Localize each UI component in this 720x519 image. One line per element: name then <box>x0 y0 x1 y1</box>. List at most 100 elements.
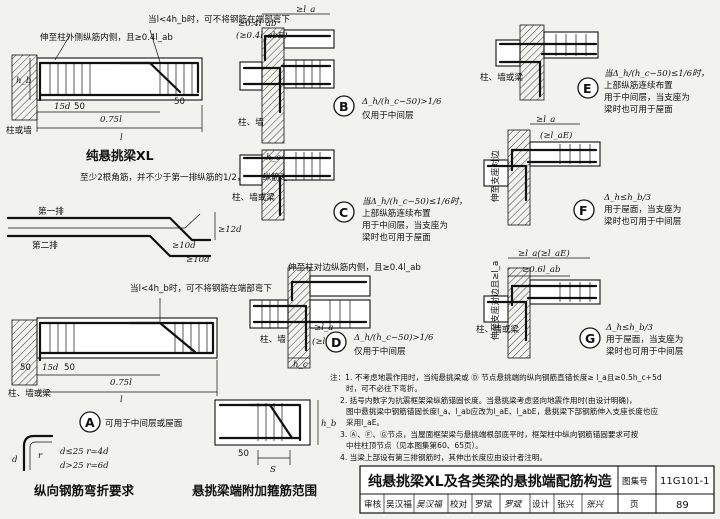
stirrup-dim-s: S <box>270 465 276 475</box>
review-signature: 吴汉福 <box>416 499 443 510</box>
detail-c-line4: 梁时也可用于屋面 <box>362 231 431 243</box>
detail-g-line2: 用于屋面，当支座为 <box>606 333 683 345</box>
dim-075l: 0.75l <box>100 115 122 125</box>
pure-cantilever-detail <box>11 29 203 132</box>
detail-a-dim-50a: 50 <box>20 363 31 373</box>
note-2b: 图中悬挑梁中钢筋锚固长度l_a、l_ab应改为l_aE、l_abE，悬挑梁下部钢… <box>346 406 658 416</box>
dim-50b: 50 <box>174 97 185 107</box>
note-4: 4. 当梁上部设有第三排钢筋时，其伸出长度应由设计者注明。 <box>340 452 547 462</box>
check-signature: 罗斌 <box>504 499 523 510</box>
row1-rebar <box>6 216 212 242</box>
pure-cantilever-title: 纯悬挑梁XL <box>86 148 154 163</box>
dim-12d: ≥12d <box>218 225 242 235</box>
detail-f-label: F <box>579 203 588 218</box>
bent-rebar <box>118 61 182 94</box>
detail-g-marker <box>579 327 601 349</box>
detail-d-note: 伸至柱对边纵筋内侧，且≥0.4l_ab <box>288 261 421 273</box>
detail-a-caption: 可用于中间层或屋面 <box>105 417 183 429</box>
bend-title: 纵向钢筋弯折要求 <box>34 483 135 498</box>
stirrup-zone-detail <box>214 399 319 465</box>
detail-a <box>11 298 218 396</box>
detail-f-marker <box>573 199 595 221</box>
row2-rebar <box>6 234 212 258</box>
detail-c-line3: 用于中间层，当支座为 <box>362 219 448 231</box>
detail-d-label: D <box>331 335 341 350</box>
detail-d-marker <box>325 331 347 353</box>
review-label: 审核 <box>364 498 382 510</box>
dim-l: l <box>120 133 123 143</box>
dim-15d: 15d <box>54 102 71 112</box>
detail-e-line2: 上部纵筋连续布置 <box>604 79 673 91</box>
review-name: 吴汉福 <box>386 499 412 510</box>
design-signature: 张兴 <box>586 499 605 510</box>
detail-e-line3: 用于中间层，当支座为 <box>604 91 690 103</box>
note-1a: 注：1. 不考虑地震作用时，当纯悬挑梁或 Ⓓ 节点悬挑端的纵向钢筋直锚长度≥ l… <box>330 372 662 382</box>
detail-d-dim-la: ≥l_a <box>314 323 333 333</box>
detail-g-formula: Δ_h≤h_b/3 <box>605 323 653 333</box>
detail-c-line2: 上部纵筋连续布置 <box>362 207 431 219</box>
detail-d <box>249 267 371 369</box>
detail-c-marker <box>333 201 355 223</box>
stirrup-dim-hb: h_b <box>321 419 336 429</box>
detail-e-line4: 梁时也可用于屋面 <box>604 103 673 115</box>
note-2c: 采用l_aE。 <box>346 417 384 427</box>
detail-f-dim-la: ≥l_a <box>536 115 555 125</box>
row2-label: 第二排 <box>32 239 58 251</box>
detail-g-line3: 梁时也可用于中间层 <box>606 345 684 357</box>
detail-g-support: 柱、墙或梁 <box>476 323 519 335</box>
main-title: 纯悬挑梁XL及各类梁的悬挑端配筋构造 <box>368 473 612 490</box>
dim-hb: h_b <box>16 76 31 86</box>
detail-g-dim-06: ≥0.6l_ab <box>522 265 561 275</box>
check-name: 罗斌 <box>475 498 493 510</box>
detail-c-formula: 当Δ_h/(h_c−50)≤1/6时， <box>362 196 467 207</box>
support-label: 柱或墙 <box>6 124 32 136</box>
note-1b: 时，可不必往下弯折。 <box>346 383 422 393</box>
detail-f <box>483 123 601 226</box>
notes-block: 注：1. 不考虑地震作用时，当纯悬挑梁或 Ⓓ 节点悬挑端的纵向钢筋直锚长度≥ l… <box>330 372 662 462</box>
design-name: 张兴 <box>557 499 575 510</box>
detail-g <box>483 257 601 359</box>
bend-rule-1: d≤25 r=4d <box>60 447 109 457</box>
design-label: 设计 <box>532 498 550 510</box>
note-3b: 中柱柱顶节点（见本图集第60、65页）。 <box>346 440 483 450</box>
dim-50a: 50 <box>74 102 85 112</box>
detail-a-label: A <box>85 415 95 430</box>
detail-b-label: B <box>339 99 349 114</box>
detail-e-label: E <box>583 81 592 96</box>
detail-f-line3: 梁时也可用于中间层 <box>604 215 682 227</box>
detail-f-formula: Δ_h≤h_b/3 <box>603 193 651 203</box>
detail-e <box>495 24 599 101</box>
page-number: 89 <box>676 500 689 511</box>
detail-b-formula: Δ_h/(h_c−50)>1/6 <box>361 96 442 107</box>
detail-d-dim-hc: h_c <box>293 360 308 370</box>
check-label: 校对 <box>450 498 468 510</box>
detail-d-support: 柱、墙 <box>260 333 286 345</box>
detail-a-note: 当l<4h_b时，可不将钢筋在端部弯下 <box>130 282 272 294</box>
detail-g-side: 伸至支座对边且≥l_a <box>489 261 501 340</box>
anchor-note: 伸至柱外侧纵筋内侧，且≥0.4l_ab <box>40 31 173 43</box>
bend-sym-r: r <box>38 451 43 461</box>
dim-10d-b: ≥10d <box>186 255 210 265</box>
detail-b <box>239 13 335 151</box>
top-left-note: 当l<4h_b时，可不将钢筋在端部弯下 <box>148 13 290 25</box>
support-column <box>11 54 38 121</box>
title-block <box>359 465 715 514</box>
detail-b-dim-la: ≥l_a <box>296 5 315 15</box>
detail-c-label: C <box>339 205 348 220</box>
note-2a: 2. 括号内数字为抗震框架梁纵筋锚固长度。当悬挑梁考虑竖向地震作用时(由设计明确… <box>340 395 637 405</box>
detail-f-line2: 用于屋面，当支座为 <box>604 203 681 215</box>
detail-f-dim-lae: (≥l_aE) <box>540 130 572 141</box>
detail-c <box>239 149 335 221</box>
detail-a-dim-50b: 50 <box>64 363 75 373</box>
bend-rule-2: d>25 r=6d <box>60 461 109 471</box>
detail-g-dim-la: ≥l_a(≥l_aE) <box>518 248 570 259</box>
detail-e-support: 柱、墙或梁 <box>480 71 523 83</box>
detail-a-marker <box>79 411 101 433</box>
detail-f-side: 伸至支座对边 <box>489 150 501 202</box>
stirrup-dim-50: 50 <box>238 449 249 459</box>
detail-d-caption: 仅用于中间层 <box>354 345 406 357</box>
detail-b-marker <box>333 95 355 117</box>
dim-10d-a: ≥10d <box>172 241 196 251</box>
detail-e-marker <box>577 77 599 99</box>
